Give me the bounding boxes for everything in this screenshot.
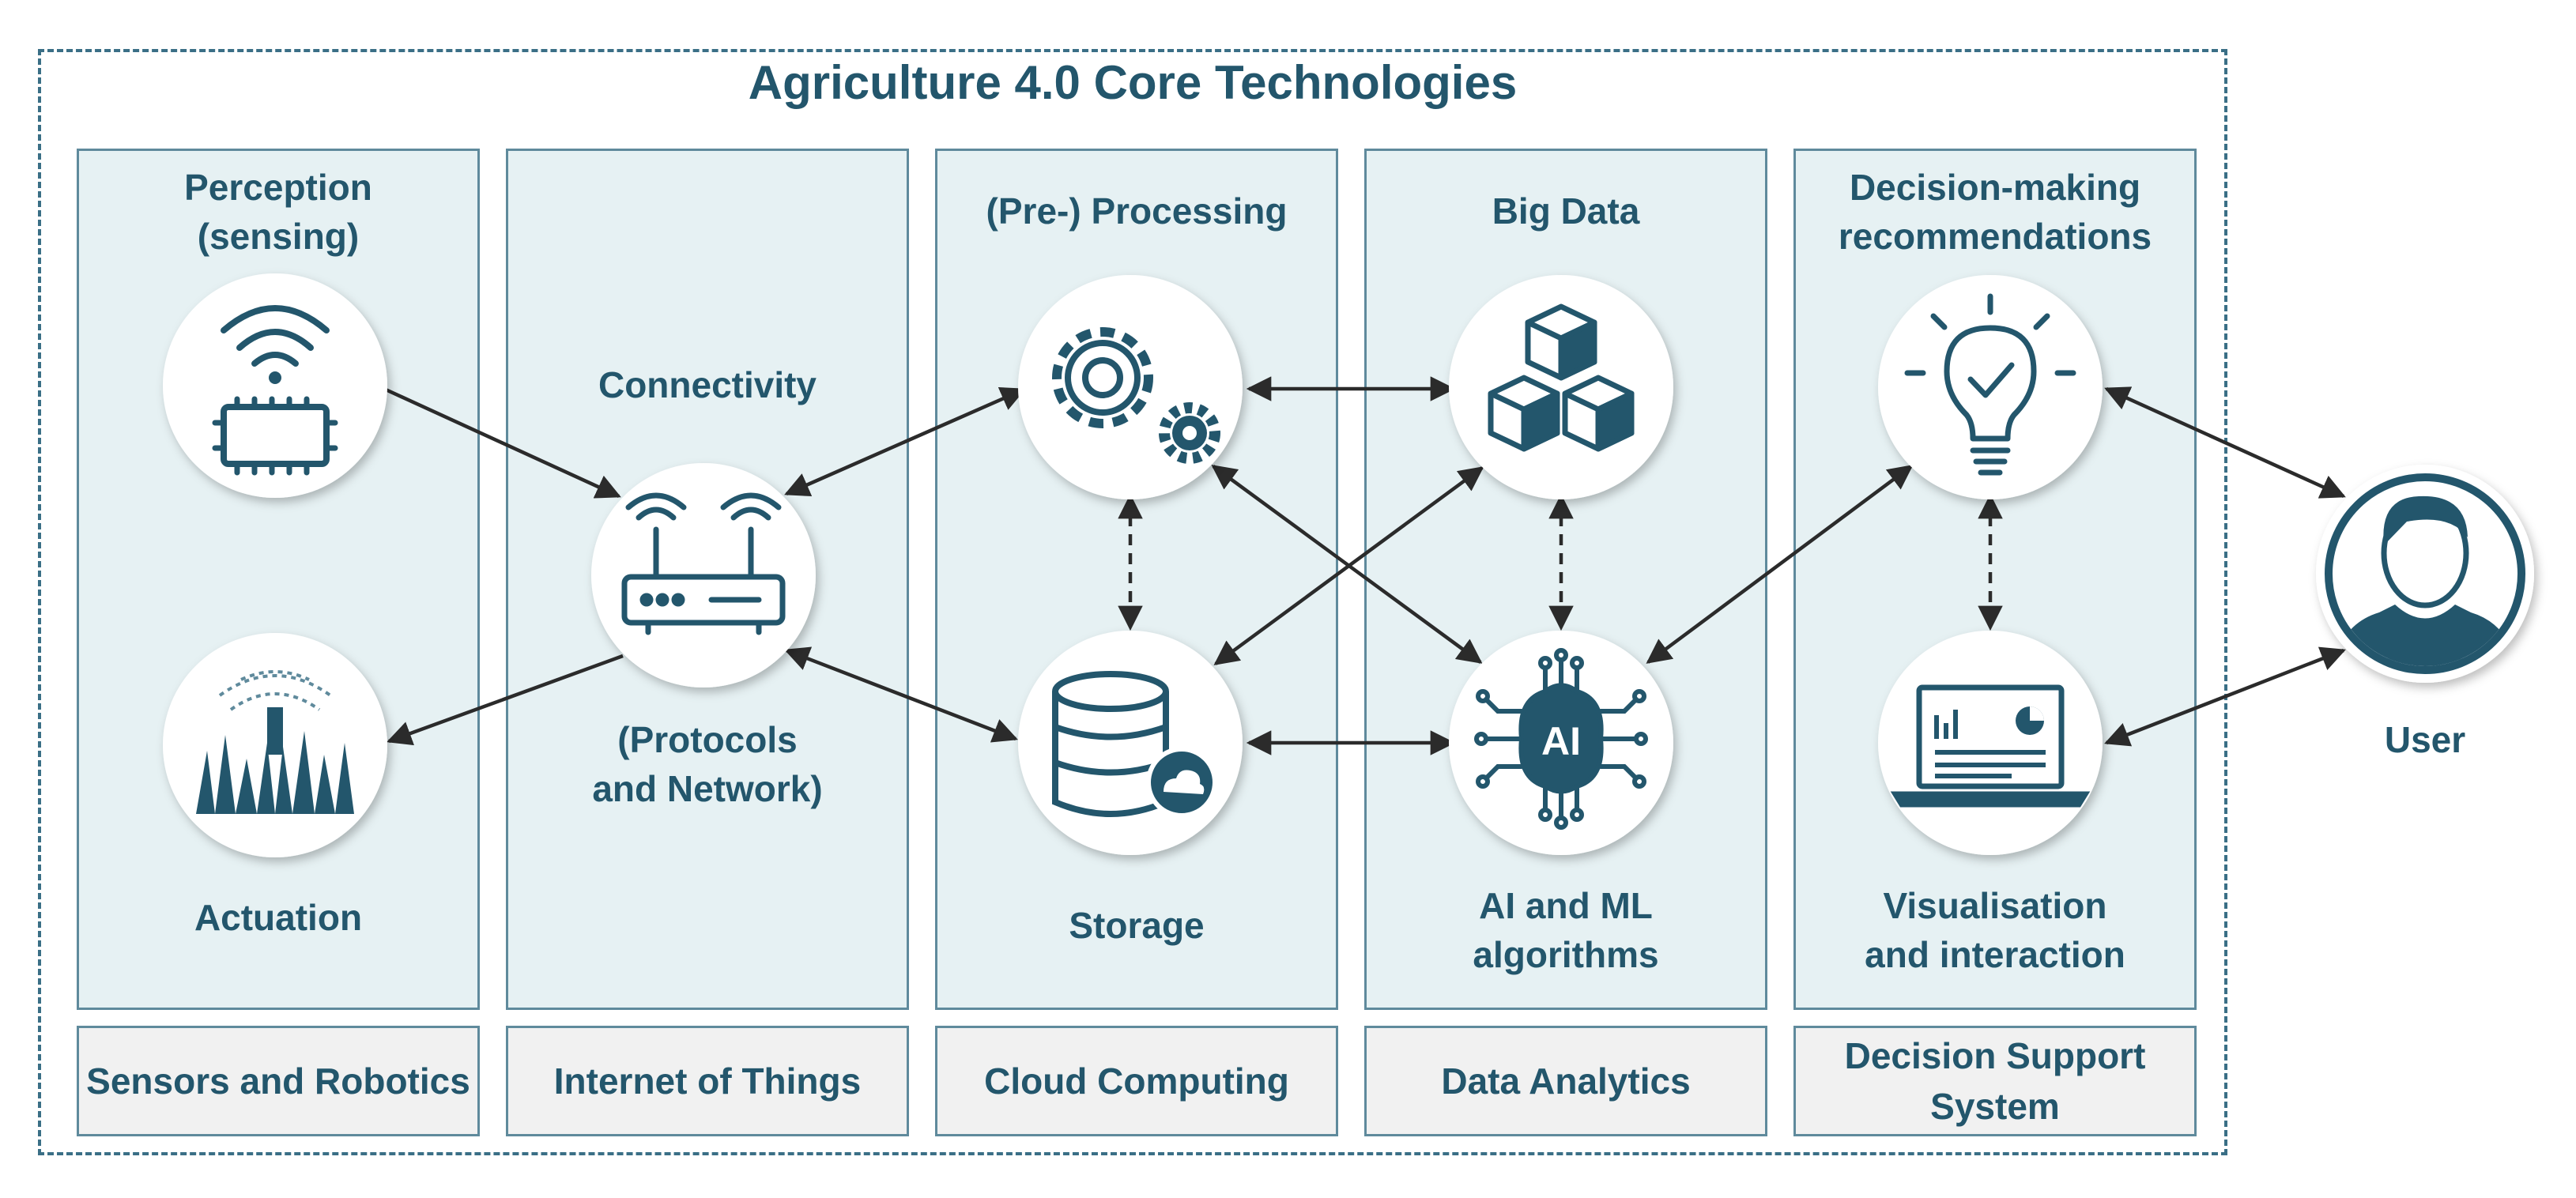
label-protocols-network: (Protocols and Network): [592, 719, 823, 809]
node-big-data: [1449, 275, 1673, 499]
arrow-router-storage: [784, 646, 1018, 743]
label-pre-processing: (Pre-) Processing: [986, 190, 1288, 232]
diagram-frame: [38, 49, 2227, 1155]
footer-internet-of-things: Internet of Things: [506, 1026, 909, 1136]
label-connectivity: Connectivity: [598, 364, 817, 405]
node-visualisation: [1878, 631, 2103, 855]
arrow-router-processing: [784, 387, 1026, 496]
arrow-storage-bigdata: [1213, 466, 1484, 665]
footer-data-analytics: Data Analytics: [1364, 1026, 1767, 1136]
wifi-chip-icon: [212, 305, 338, 476]
sprinkler-icon: [196, 670, 354, 814]
arrow-perception-to-router: [385, 387, 621, 499]
label-perception: Perception (sensing): [184, 167, 372, 257]
footer-sensors-robotics: Sensors and Robotics: [77, 1026, 480, 1136]
arrow-decision-user: [2104, 386, 2346, 499]
label-actuation: Actuation: [194, 897, 363, 938]
user-avatar-icon: [2316, 465, 2534, 683]
gears-icon: [1052, 327, 1220, 464]
node-perception: [163, 273, 387, 498]
arrow-processing-ai: [1211, 465, 1483, 664]
ai-brain-icon: [1474, 648, 1648, 830]
label-visualisation: Visualisation and interaction: [1865, 885, 2125, 975]
arrow-visualisation-user: [2104, 646, 2346, 747]
lightbulb-check-icon: [1904, 293, 2076, 476]
laptop-chart-icon: [1890, 684, 2091, 808]
label-storage: Storage: [1069, 905, 1205, 946]
label-decision-making: Decision-making recommendations: [1838, 167, 2152, 257]
cloud-database-icon: [1052, 671, 1217, 818]
arrow-ai-decision: [1646, 465, 1914, 664]
router-icon: [621, 492, 786, 635]
node-storage: [1018, 631, 1243, 855]
connection-arrows: [385, 376, 2346, 755]
footer-cloud-computing: Cloud Computing: [935, 1026, 1338, 1136]
label-ai-ml-algorithms: AI and ML algorithms: [1473, 885, 1659, 975]
footer-decision-support: Decision Support System: [1793, 1026, 2197, 1136]
label-user: User: [2384, 719, 2466, 760]
node-processing: [1018, 275, 1243, 499]
diagram-title: Agriculture 4.0 Core Technologies: [748, 56, 1518, 109]
cubes-icon: [1488, 303, 1635, 452]
arrow-router-to-actuation: [387, 654, 624, 746]
ai-badge-text: AI: [1541, 719, 1581, 763]
label-big-data: Big Data: [1492, 190, 1640, 232]
